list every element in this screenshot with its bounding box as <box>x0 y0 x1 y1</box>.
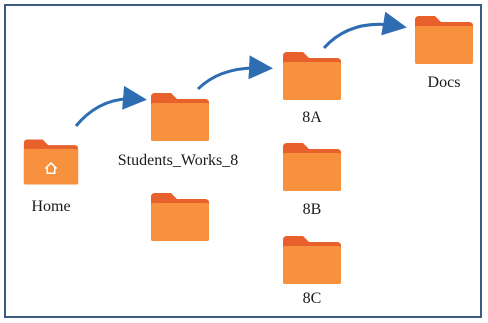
arrow-students-works-to-8a <box>196 55 273 91</box>
folder-label-8c: 8C <box>302 290 322 307</box>
folder-students-works[interactable] <box>149 91 211 143</box>
folder-icon <box>283 143 341 191</box>
folder-8b[interactable] <box>281 141 343 193</box>
folder-label-8b: 8B <box>302 201 322 218</box>
folder-icon <box>151 93 209 141</box>
arrow-8a-to-docs <box>322 11 407 50</box>
folder-docs[interactable] <box>413 14 475 66</box>
folder-8a[interactable] <box>281 50 343 102</box>
folder-label-students-works: Students_Works_8 <box>117 152 239 169</box>
arrow-home-to-students-works <box>74 85 147 127</box>
diagram-frame: Home Students_Works_8 8A 8B <box>4 4 482 318</box>
folder-label-home: Home <box>31 198 71 215</box>
home-icon <box>44 161 58 174</box>
folder-icon <box>283 236 341 284</box>
folder-icon <box>23 139 79 185</box>
folder-unnamed[interactable] <box>149 191 211 243</box>
folder-label-docs: Docs <box>427 74 461 91</box>
folder-icon <box>283 52 341 100</box>
folder-home[interactable] <box>22 136 80 188</box>
folder-icon <box>151 193 209 241</box>
folder-label-8a: 8A <box>302 109 322 126</box>
folder-8c[interactable] <box>281 234 343 286</box>
folder-icon <box>415 16 473 64</box>
